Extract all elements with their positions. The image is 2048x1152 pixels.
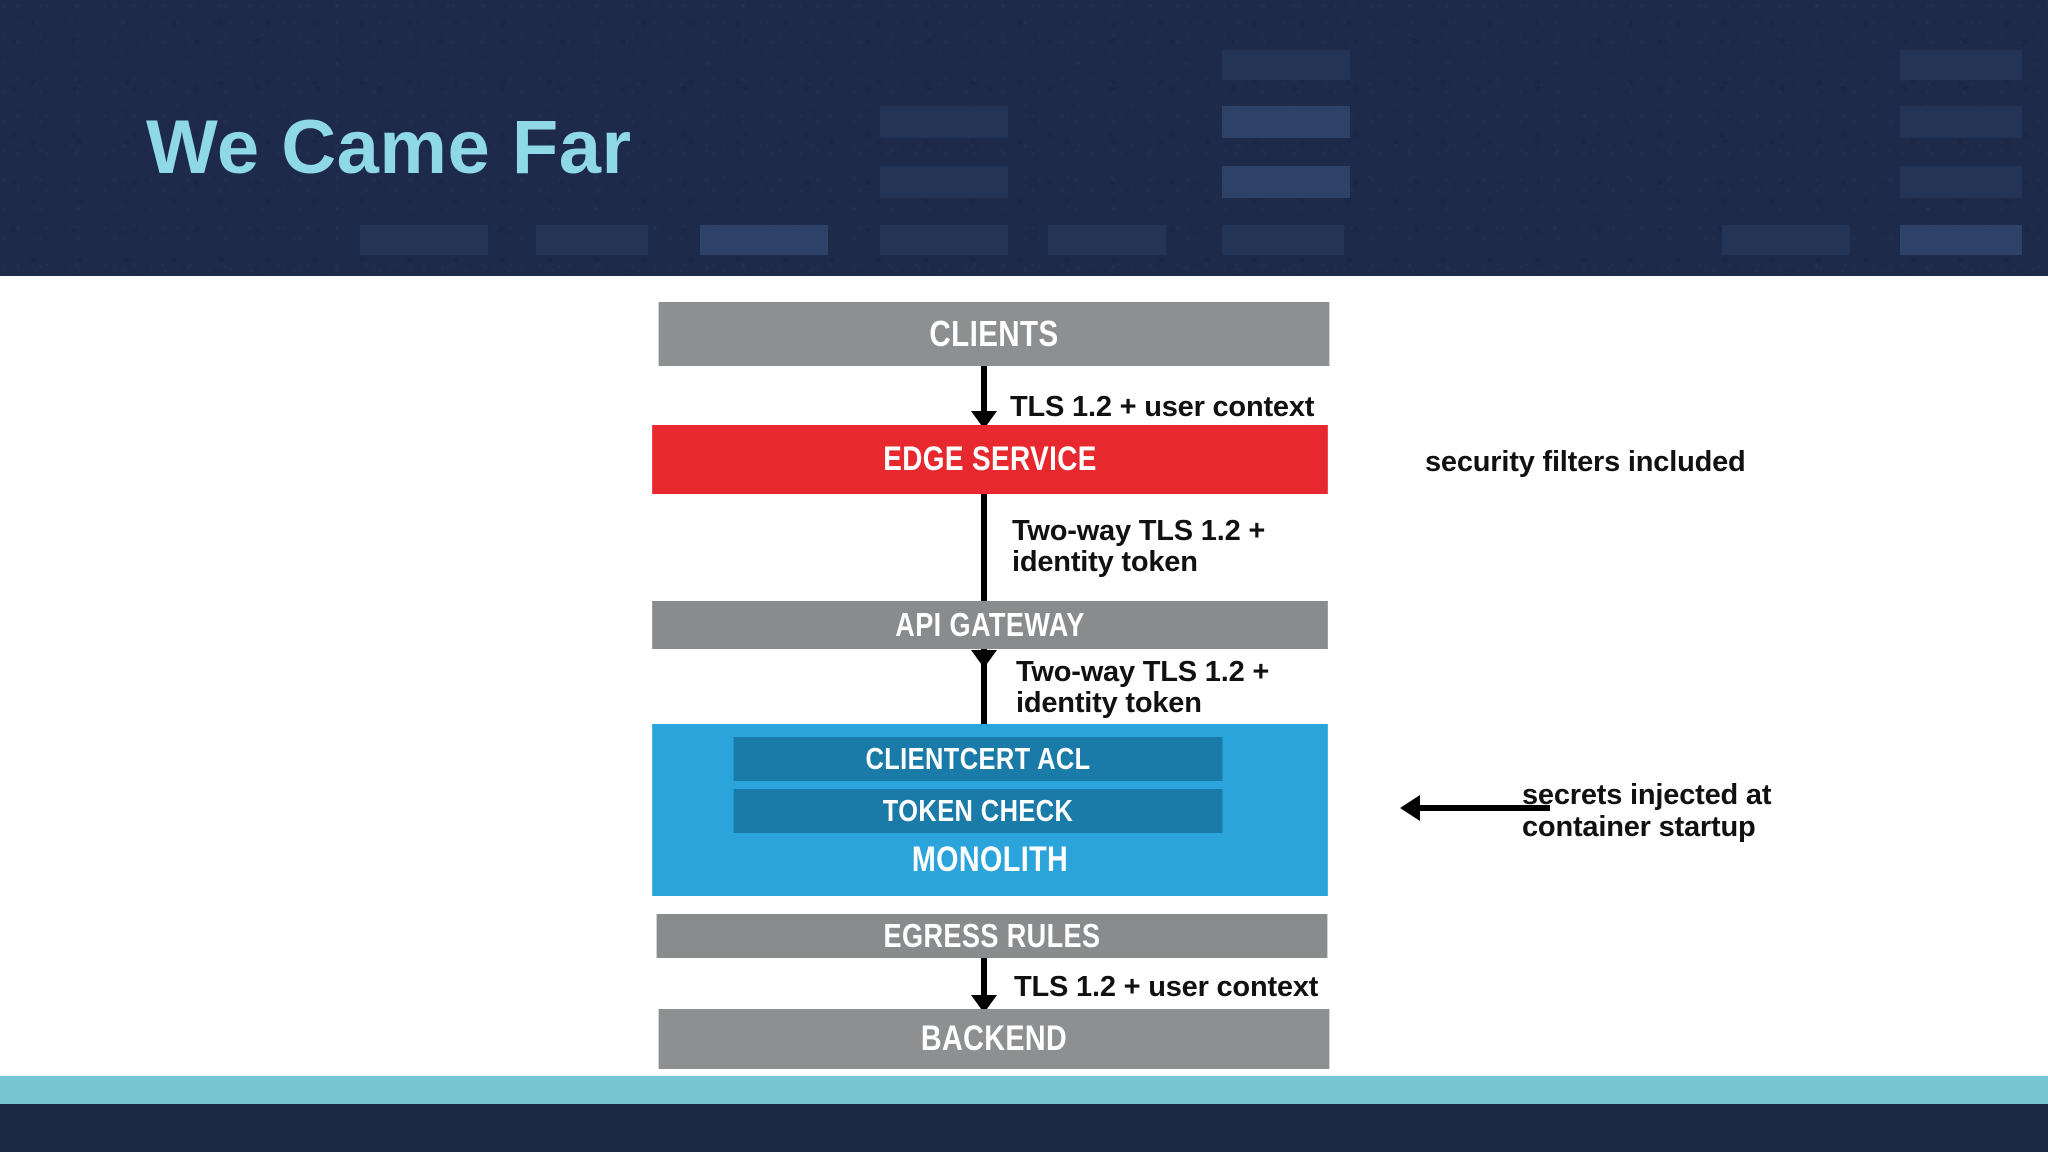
node-edge-service[interactable]: EDGE SERVICE: [652, 425, 1328, 494]
node-monolith-label: MONOLITH: [911, 840, 1069, 879]
header-decor-block: [1900, 166, 2022, 198]
node-token-check-label: TOKEN CHECK: [882, 793, 1074, 828]
header-decor-block: [1900, 225, 2022, 255]
node-egress-rules[interactable]: EGRESS RULES: [656, 914, 1328, 958]
arrow-egress-to-backend: [981, 958, 987, 996]
header-decor-block: [1222, 166, 1350, 198]
header-decor-block: [536, 225, 648, 255]
header-decor-block: [700, 225, 828, 255]
node-clients[interactable]: CLIENTS: [658, 302, 1330, 366]
architecture-diagram: CLIENTS TLS 1.2 + user context EDGE SERV…: [0, 276, 2048, 1076]
node-clientcert-acl-label: CLIENTCERT ACL: [865, 741, 1091, 776]
edge-label-clients-to-edge: TLS 1.2 + user context: [1010, 391, 1315, 423]
note-security-filters: security filters included: [1425, 446, 1746, 478]
node-clientcert-acl[interactable]: CLIENTCERT ACL: [733, 737, 1223, 781]
node-backend-label: BACKEND: [920, 1019, 1068, 1058]
header-decor-block: [1900, 50, 2022, 80]
header-decor-block: [360, 225, 488, 255]
arrow-clients-to-edge: [981, 366, 987, 412]
edge-label-apigw-to-monolith: Two-way TLS 1.2 + identity token: [1016, 656, 1270, 720]
arrow-secrets-into-monolith: [1420, 805, 1550, 811]
header-decor-block: [880, 225, 1008, 255]
header-decor-block: [1722, 225, 1850, 255]
header-decor-block: [1222, 225, 1344, 255]
header-decor-block: [1222, 106, 1350, 138]
node-egress-rules-label: EGRESS RULES: [883, 917, 1101, 954]
header-texture: [0, 0, 2048, 276]
node-edge-service-label: EDGE SERVICE: [883, 440, 1097, 478]
note-secrets-injected: secrets injected at container startup: [1522, 779, 1772, 844]
header-decor-block: [1222, 50, 1350, 80]
page-title: We Came Far: [146, 105, 632, 190]
edge-label-edge-to-apigw: Two-way TLS 1.2 + identity token: [1012, 515, 1266, 579]
node-api-gateway-label: API GATEWAY: [895, 606, 1085, 643]
header-decor-block: [1048, 225, 1166, 255]
node-clients-label: CLIENTS: [929, 313, 1059, 354]
header-decor-block: [880, 106, 1008, 138]
node-api-gateway[interactable]: API GATEWAY: [652, 601, 1328, 649]
footer-accent-stripe: [0, 1076, 2048, 1104]
edge-label-egress-to-backend: TLS 1.2 + user context: [1014, 971, 1319, 1003]
header-decor-block: [1900, 106, 2022, 138]
node-token-check[interactable]: TOKEN CHECK: [733, 789, 1223, 833]
footer-bar: [0, 1104, 2048, 1152]
node-backend[interactable]: BACKEND: [658, 1009, 1330, 1069]
header-decor-block: [880, 166, 1008, 198]
slide-header: We Came Far: [0, 0, 2048, 276]
arrow-edge-to-apigw: [981, 494, 987, 651]
